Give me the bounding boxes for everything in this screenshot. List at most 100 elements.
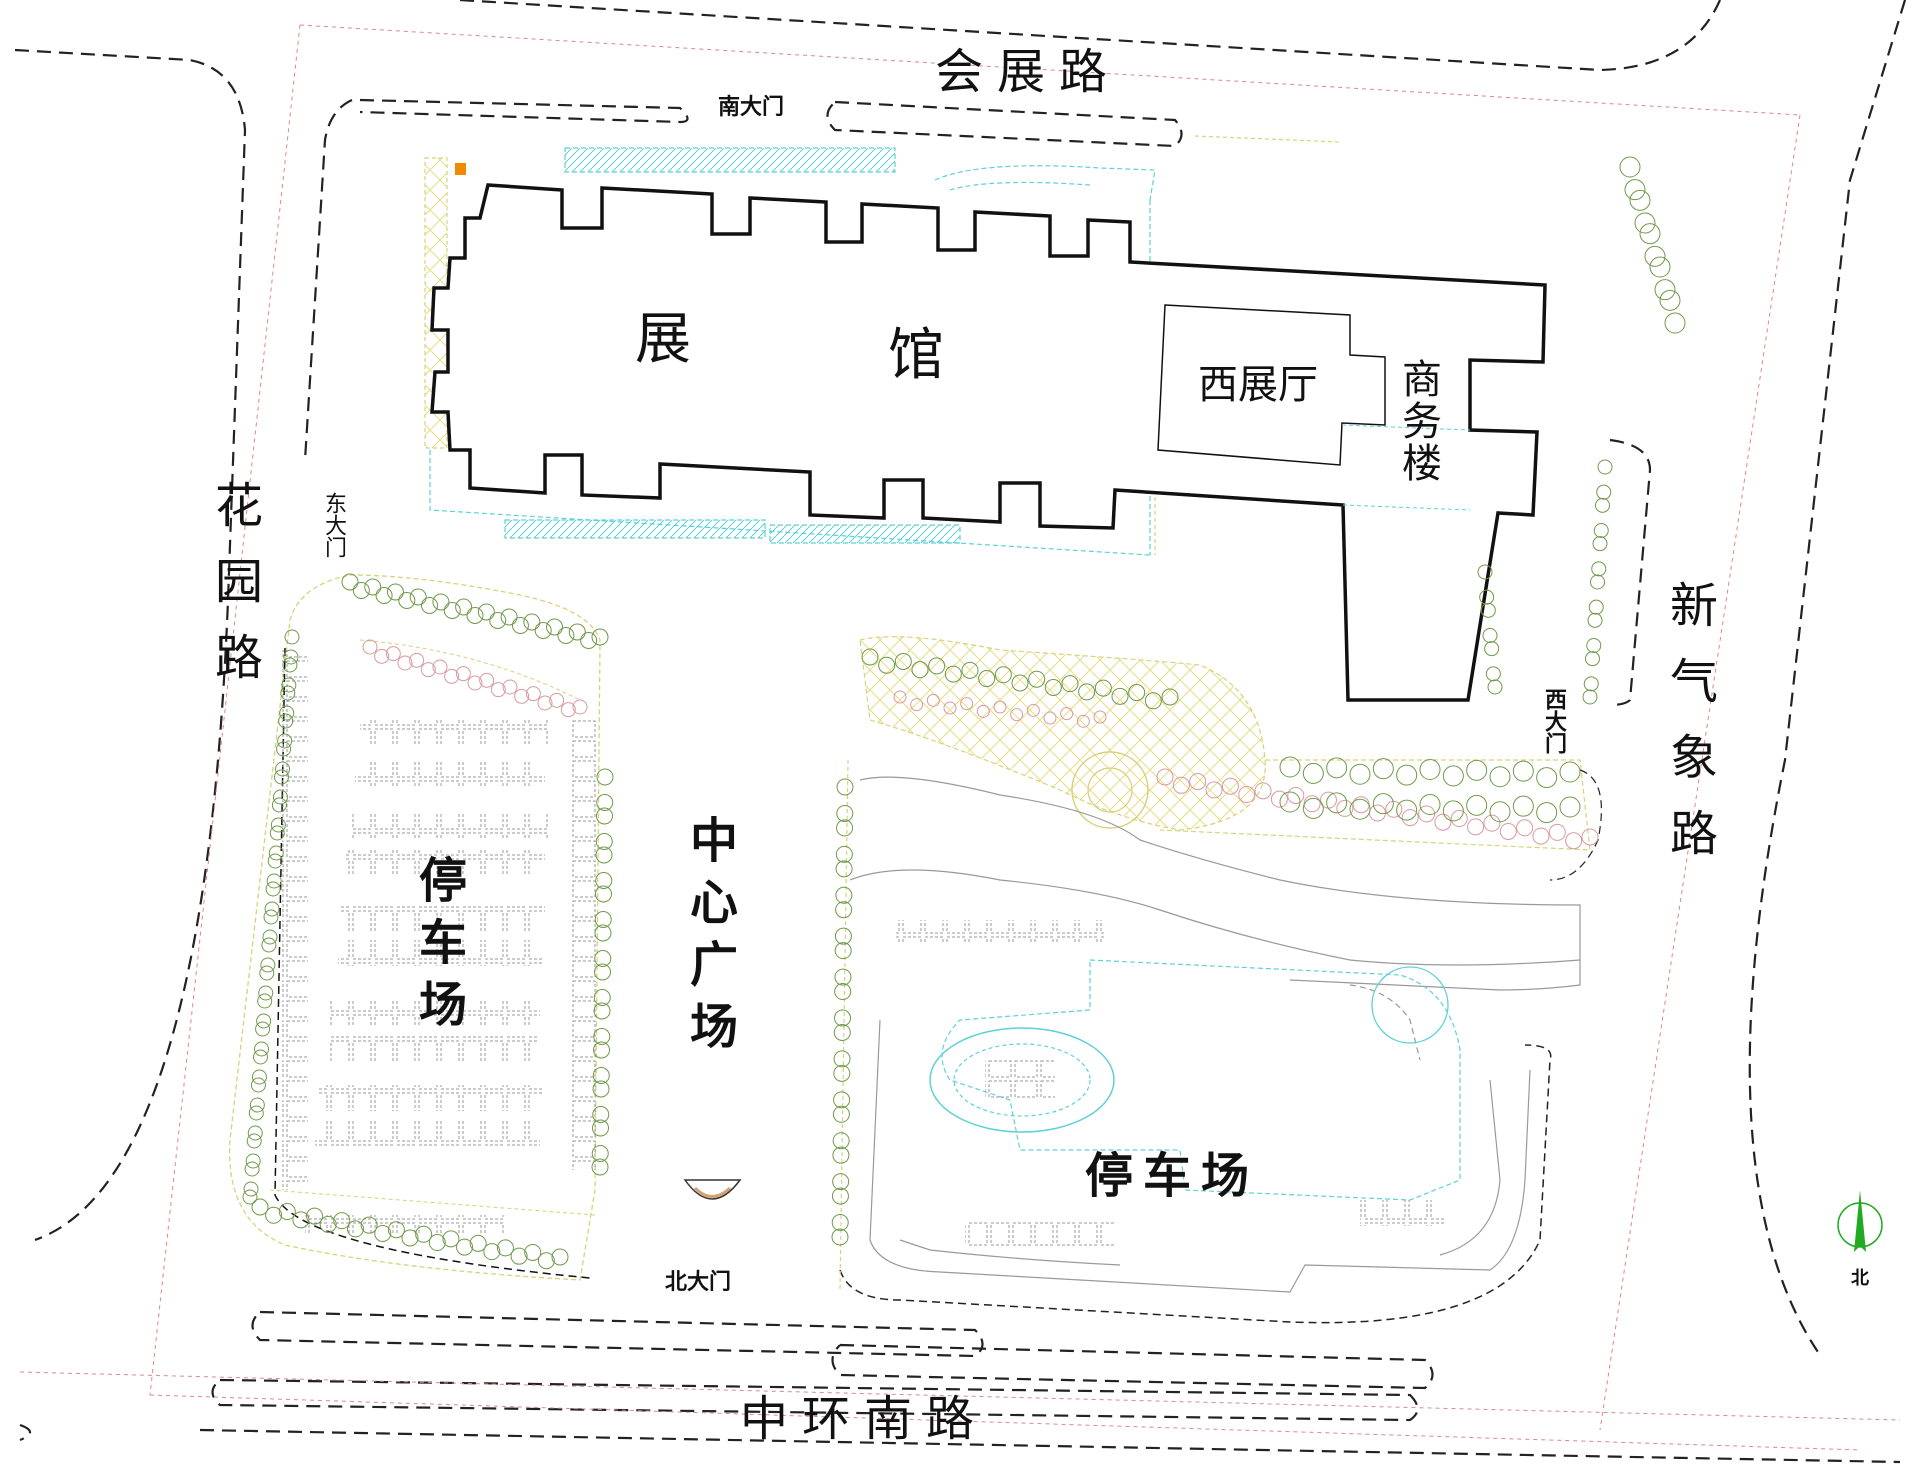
tree-symbol — [832, 1132, 850, 1150]
tree-symbol — [263, 909, 279, 925]
tree-symbol — [831, 1187, 849, 1205]
tree-symbol — [1582, 689, 1598, 705]
tree-symbol — [1565, 832, 1583, 850]
road-edge-bottom-4 — [199, 1428, 1901, 1464]
road-edges — [14, 0, 1907, 1464]
tree-symbol — [594, 911, 612, 928]
tree-symbol — [1279, 791, 1301, 813]
north-fountain — [683, 1179, 742, 1200]
tree-symbol — [1011, 674, 1029, 692]
tree-symbol — [306, 1207, 324, 1225]
tree-symbol — [1442, 765, 1464, 787]
tree-symbol — [836, 778, 854, 796]
tree-symbol — [594, 924, 612, 942]
tree-symbol — [1559, 796, 1581, 818]
tree-symbol — [1595, 497, 1610, 513]
tree-symbol — [442, 1230, 460, 1248]
tree-symbol — [1279, 756, 1301, 778]
tree-symbol — [243, 1181, 259, 1197]
tree-symbol — [1512, 795, 1534, 817]
tree-symbol — [1485, 666, 1501, 682]
tree-symbol — [596, 768, 614, 786]
tree-symbol — [993, 700, 1007, 714]
tree-symbol — [1026, 703, 1040, 717]
tree-symbol — [557, 627, 575, 644]
tree-symbol — [259, 965, 275, 981]
tree-symbol — [1477, 564, 1493, 580]
business-building-label: 商务楼 — [1395, 358, 1441, 484]
gate-label-west: 西大门 — [1541, 688, 1566, 754]
tree-symbol — [265, 1206, 283, 1224]
tree-symbol — [1442, 800, 1464, 822]
tree-symbol — [1302, 797, 1324, 819]
tree-symbol — [511, 617, 529, 634]
tree-symbol — [1536, 802, 1558, 824]
tree-symbol — [270, 817, 286, 833]
tree-symbol — [244, 1161, 260, 1177]
east-garden — [849, 636, 1603, 1061]
tree-symbol — [834, 927, 852, 945]
tree-symbol — [443, 602, 461, 619]
tree-symbol — [385, 646, 401, 662]
tree-symbol — [1532, 827, 1550, 845]
tree-symbol — [415, 1225, 433, 1243]
tree-symbol — [1326, 757, 1348, 779]
tree-symbol — [537, 1252, 555, 1270]
tree-symbol — [593, 1002, 611, 1020]
tree-symbol — [1270, 790, 1288, 808]
tree-symbol — [292, 1211, 310, 1229]
tree-symbol — [284, 629, 300, 645]
tree-symbol — [387, 1221, 405, 1239]
tree-symbol — [593, 1028, 611, 1045]
tree-symbol — [1238, 786, 1256, 804]
tree-symbol — [275, 761, 291, 777]
road-edge-bottom-1 — [251, 1310, 984, 1358]
tree-symbol — [281, 677, 297, 693]
tree-symbol — [242, 1189, 258, 1205]
tree-symbol — [961, 661, 979, 679]
tree-symbol — [1489, 801, 1511, 823]
tree-symbol — [251, 1198, 269, 1216]
tree-symbol — [1010, 708, 1024, 722]
tree-symbol — [1659, 289, 1681, 311]
tree-symbol — [928, 657, 946, 675]
tree-symbol — [261, 937, 277, 953]
tree-symbol — [262, 929, 278, 945]
tree-symbol — [1484, 641, 1500, 657]
tree-symbol — [911, 661, 929, 679]
trees — [242, 156, 1686, 1270]
tree-symbol — [1644, 245, 1666, 267]
tree-symbol — [1385, 800, 1403, 818]
tree-symbol — [546, 618, 564, 636]
tree-symbol — [397, 655, 413, 671]
tree-symbol — [276, 741, 292, 757]
parking-label-left: 停车场 — [410, 855, 466, 1041]
tree-symbol — [834, 968, 852, 986]
tree-symbol — [1587, 612, 1603, 628]
tree-symbol — [375, 587, 393, 604]
tree-symbol — [1254, 782, 1272, 800]
exhibition-hall-outline — [430, 183, 1547, 702]
plaza-label: 中心广场 — [681, 815, 737, 1063]
tree-symbol — [364, 578, 382, 596]
tree-symbol — [428, 1234, 446, 1252]
tree-symbol — [595, 885, 612, 903]
tree-symbol — [398, 592, 416, 609]
tree-symbol — [401, 1229, 419, 1247]
tree-symbol — [1396, 764, 1418, 786]
tree-symbol — [1043, 711, 1057, 725]
tree-symbol — [1396, 799, 1418, 821]
tree-symbol — [490, 682, 506, 698]
tree-symbol — [596, 794, 614, 811]
tree-symbol — [580, 632, 598, 649]
tree-symbol — [1094, 679, 1112, 697]
tree-symbol — [832, 1146, 850, 1164]
tree-symbol — [1287, 786, 1305, 804]
tree-symbol — [266, 873, 282, 889]
tree-symbol — [258, 985, 274, 1001]
marker-orange — [455, 163, 466, 175]
tree-symbol — [1060, 707, 1074, 721]
tree-symbol — [265, 881, 281, 897]
tree-symbol — [834, 942, 852, 960]
tree-symbol — [279, 705, 295, 721]
